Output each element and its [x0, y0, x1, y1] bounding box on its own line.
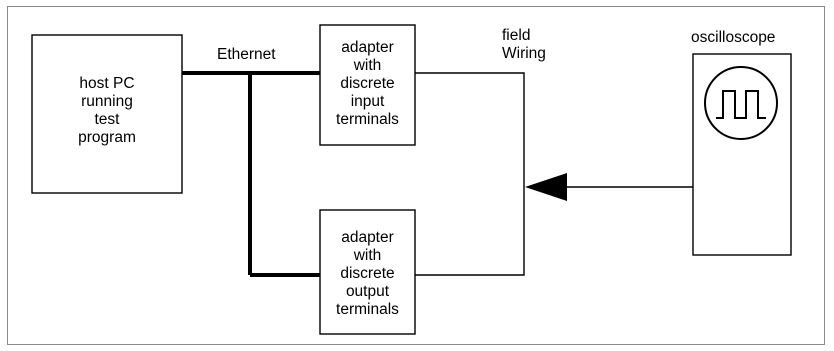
output-adapter-line-3: discrete: [340, 265, 394, 282]
input-adapter-line-2: with: [353, 57, 382, 74]
input-adapter-line-3: discrete: [340, 75, 394, 92]
probe-arrow: [525, 173, 693, 201]
field-wiring: [415, 72, 525, 276]
host-pc-box: host PC running test program: [31, 34, 183, 194]
field-wiring-label-line-2: Wiring: [502, 45, 546, 62]
ethernet-wiring: [182, 71, 320, 277]
input-adapter-line-1: adapter: [341, 39, 394, 56]
input-adapter-line-4: input: [351, 93, 385, 110]
input-adapter-box: adapter with discrete input terminals: [319, 24, 416, 146]
input-adapter-line-5: terminals: [336, 111, 399, 128]
host-pc-line-1: host PC: [79, 75, 134, 92]
oscilloscope-label: oscilloscope: [691, 29, 775, 46]
host-pc-line-2: running: [81, 93, 133, 110]
output-adapter-box: adapter with discrete output terminals: [319, 209, 416, 335]
output-adapter-line-1: adapter: [341, 229, 394, 246]
output-adapter-line-2: with: [353, 247, 382, 264]
output-adapter-line-5: terminals: [336, 301, 399, 318]
square-wave-icon: [704, 66, 778, 140]
host-pc-line-4: program: [78, 129, 136, 146]
field-wiring-label-line-1: field: [502, 27, 530, 44]
ethernet-label: Ethernet: [217, 46, 276, 63]
host-pc-line-3: test: [95, 111, 121, 128]
output-adapter-line-4: output: [346, 283, 390, 300]
